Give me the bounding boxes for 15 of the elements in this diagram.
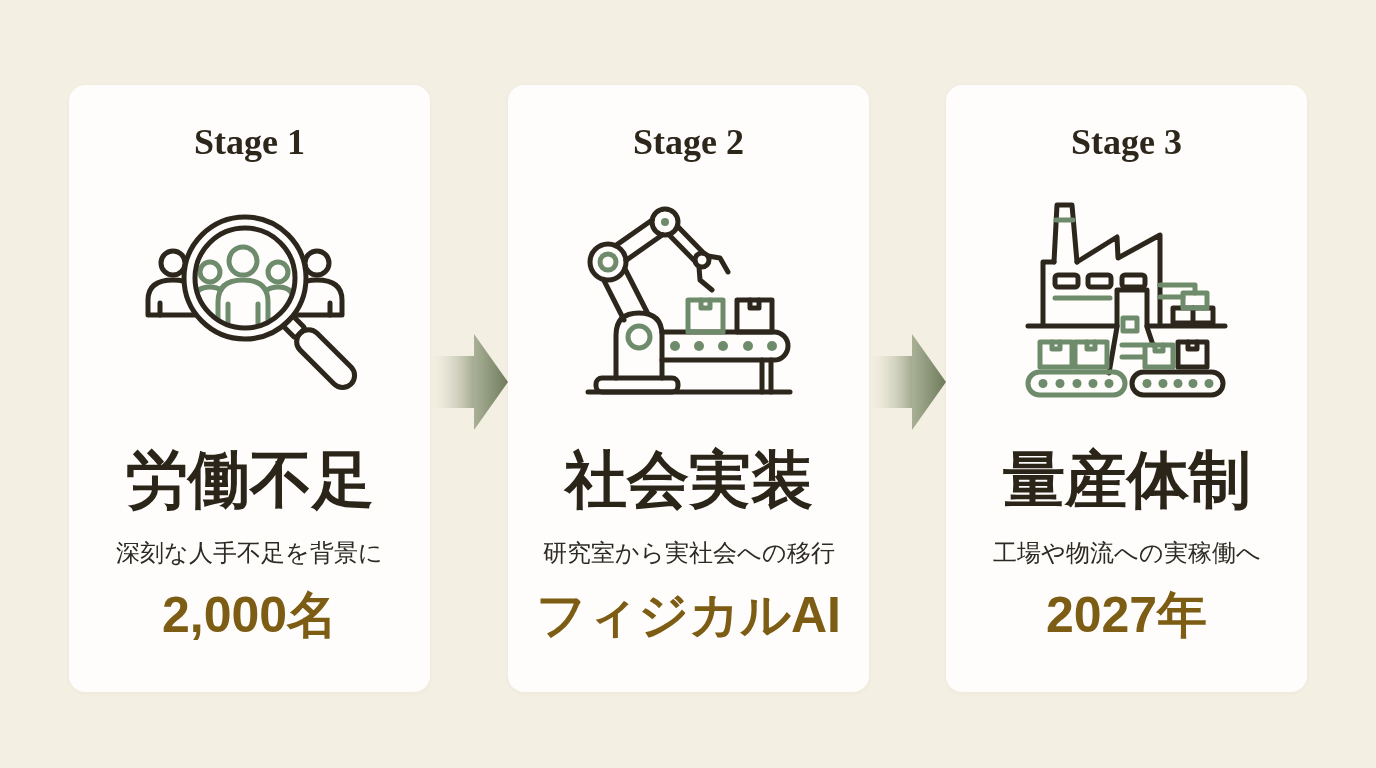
stage-title: 労働不足 <box>124 444 375 516</box>
stage-description: 工場や物流への実稼働へ <box>991 538 1262 569</box>
stage-card <box>508 85 869 692</box>
key-figure: 2,000名 <box>160 586 339 645</box>
stage-title: 社会実装 <box>563 444 814 516</box>
stage-description: 深刻な人手不足を背景に <box>115 538 384 569</box>
stage-label: Stage 1 <box>193 121 306 164</box>
stage-title: 量産体制 <box>1001 444 1252 516</box>
key-figure: 2027年 <box>1044 586 1209 645</box>
stage-description: 研究室から実社会への移行 <box>541 538 836 569</box>
stage-card <box>946 85 1307 692</box>
stage-label: Stage 2 <box>632 121 745 164</box>
stage-card <box>69 85 430 692</box>
key-figure: フィジカルAI <box>535 586 842 645</box>
stage-label: Stage 3 <box>1070 121 1183 164</box>
